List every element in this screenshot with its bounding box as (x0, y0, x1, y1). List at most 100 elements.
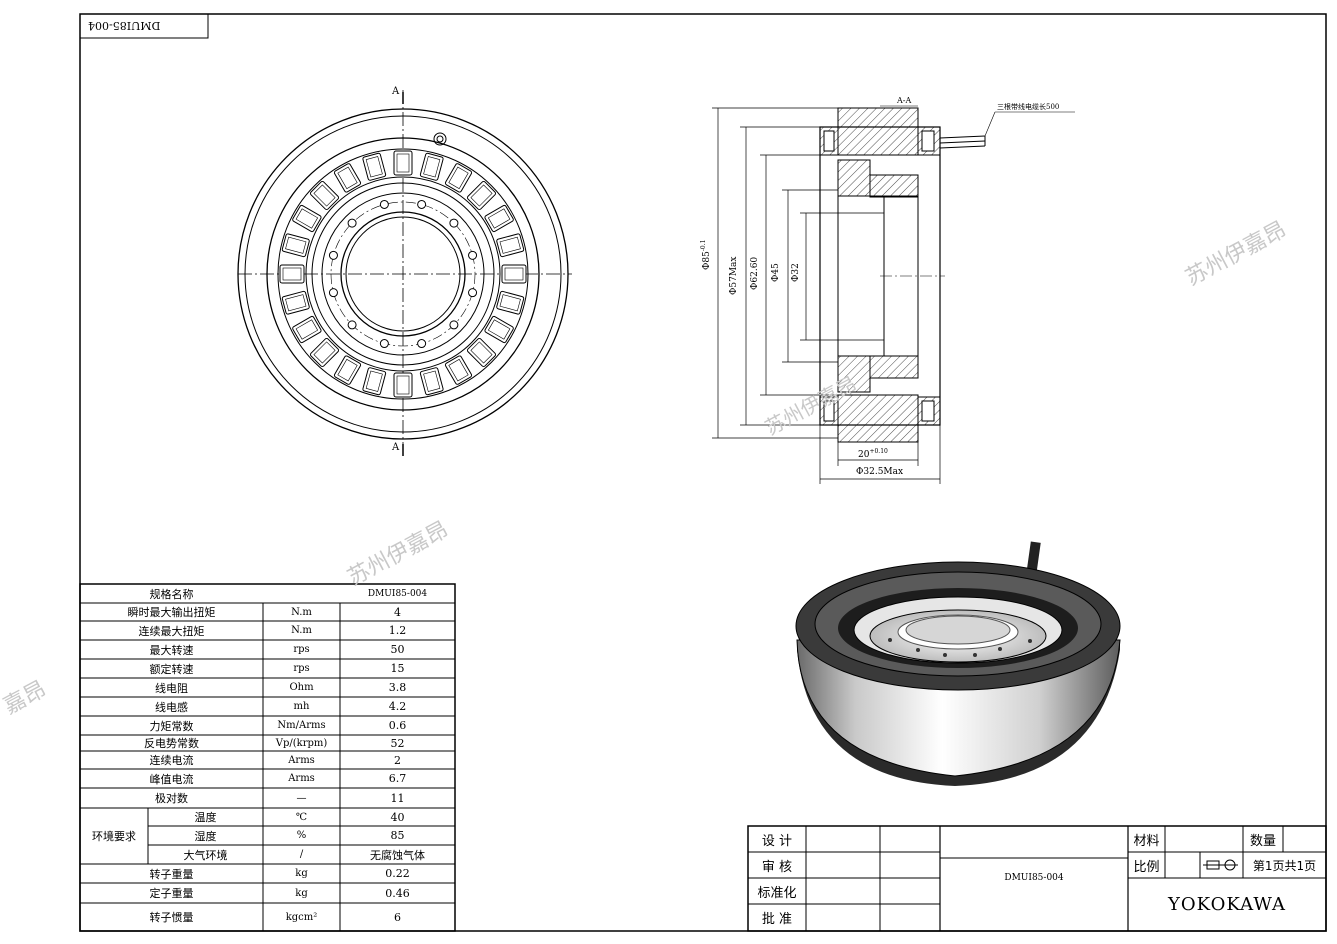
bolt-hole (379, 199, 389, 209)
title-block-grid (747, 825, 1327, 932)
spec-env-unit: ℃ (295, 811, 308, 823)
bolt-hole (417, 339, 427, 349)
stator-slot-inner (396, 153, 410, 173)
spec-param-value: 4.2 (388, 700, 407, 713)
stator-slot-inner (448, 358, 469, 382)
spec-param-name: 峰值电流 (149, 772, 194, 786)
stator-slot (466, 337, 497, 368)
tb-review: 审 核 (761, 859, 793, 875)
spec-param-unit: kg (295, 868, 308, 879)
spec-param-name: 反电势常数 (144, 737, 199, 750)
spec-param-unit: mh (293, 701, 310, 712)
spec-param-name: 瞬时最大输出扭矩 (127, 606, 216, 619)
spec-param-unit: kg (295, 887, 308, 899)
stator-slot-inner (365, 156, 383, 178)
cable-note: 三根带线电缆长500 (997, 103, 1060, 111)
stator-slot-inner (504, 267, 524, 281)
spec-param-name: 线电阻 (155, 681, 188, 695)
spec-param-value: 2 (394, 753, 401, 767)
stator-slot-inner (487, 319, 511, 340)
stator-slot-inner (295, 208, 319, 229)
stator-slot-inner (285, 294, 307, 312)
front-view (237, 90, 572, 456)
section-view (712, 105, 1075, 484)
stator-slot (444, 163, 473, 193)
stator-slot (333, 355, 362, 385)
stator-slot (466, 180, 497, 211)
stator-slot (419, 367, 444, 396)
stator-slot-inner (337, 358, 358, 382)
stator-slot-inner (313, 341, 336, 364)
isometric-view (795, 541, 1121, 786)
spec-env-name: 大气环境 (183, 848, 228, 862)
bolt-hole (468, 288, 478, 298)
stator-slot-inner (487, 208, 511, 229)
stator-slot (292, 315, 322, 344)
stator-slot (309, 337, 340, 368)
stator-slot-inner (470, 341, 493, 364)
spec-param-unit: N.m (291, 606, 312, 618)
outer-frame (79, 13, 1327, 932)
spec-param-name: 连续电流 (149, 754, 194, 767)
spec-header-value: DMUI85-004 (367, 588, 428, 599)
stator-slot (484, 315, 514, 344)
tb-approve: 批 准 (761, 912, 793, 927)
spec-param-name: 转子惯量 (149, 911, 194, 924)
code-box (79, 13, 209, 39)
bolt-hole (449, 218, 459, 228)
spec-param-value: 6 (394, 910, 401, 924)
spec-param-value: 11 (390, 791, 405, 805)
dim-d45: Φ45 (771, 263, 781, 282)
stator-slot (501, 264, 527, 284)
stator-slot-inner (499, 236, 521, 254)
spec-param-unit: — (296, 792, 307, 804)
tb-scale: 比例 (1133, 859, 1160, 875)
stator-slot (484, 204, 514, 233)
tb-company: YOKOKAWA (1168, 894, 1286, 915)
tb-page: 第1页共1页 (1252, 858, 1317, 873)
bolt-hole (379, 339, 389, 349)
stator-slot (362, 152, 387, 181)
spec-param-unit: Vp/(krpm) (275, 737, 328, 749)
spec-param-name: 定子重量 (149, 887, 194, 900)
stator-slot-inner (337, 166, 358, 190)
stator-slot-inner (499, 294, 521, 312)
spec-table-grid (79, 583, 456, 932)
spec-param-value: 0.22 (385, 867, 410, 880)
section-view-label: A-A (897, 96, 912, 105)
dim-w32: Φ32.5Max (856, 467, 904, 477)
spec-param-value: 4 (394, 605, 401, 619)
spec-env-unit: / (299, 849, 304, 860)
spec-env-value: 85 (390, 829, 405, 842)
dim-d57: Φ57Max (729, 256, 739, 296)
tb-drawing-no: DMUI85-004 (1004, 873, 1064, 883)
spec-param-unit: Nm/Arms (277, 720, 326, 731)
stator-slot (393, 150, 413, 176)
spec-param-name: 最大转速 (149, 643, 194, 657)
stator-slot (496, 233, 525, 258)
stator-slot (496, 290, 525, 315)
stator-slot-inner (396, 375, 410, 395)
tb-design: 设 计 (761, 833, 793, 849)
dim-d85: Φ85-0.1 (700, 239, 712, 270)
spec-param-name: 转子重量 (149, 867, 194, 881)
stator-slot (362, 367, 387, 396)
stator-slot-inner (423, 370, 441, 392)
bolt-hole (449, 320, 459, 330)
stator-slot (419, 152, 444, 181)
section-marker-top: A (392, 86, 400, 97)
stator-slot-inner (365, 370, 383, 392)
spec-env-unit: % (296, 830, 307, 841)
spec-param-value: 15 (390, 662, 405, 675)
spec-param-unit: Arms (288, 773, 315, 784)
spec-param-name: 连续最大扭矩 (138, 624, 205, 638)
spec-param-unit: rps (293, 644, 310, 655)
tb-quantity: 数量 (1249, 833, 1276, 849)
spec-env-name: 湿度 (194, 829, 217, 843)
tb-material: 材料 (1133, 833, 1160, 849)
stator-slot-inner (313, 184, 336, 207)
spec-header-name: 规格名称 (149, 587, 194, 601)
stator-slot (279, 264, 305, 284)
